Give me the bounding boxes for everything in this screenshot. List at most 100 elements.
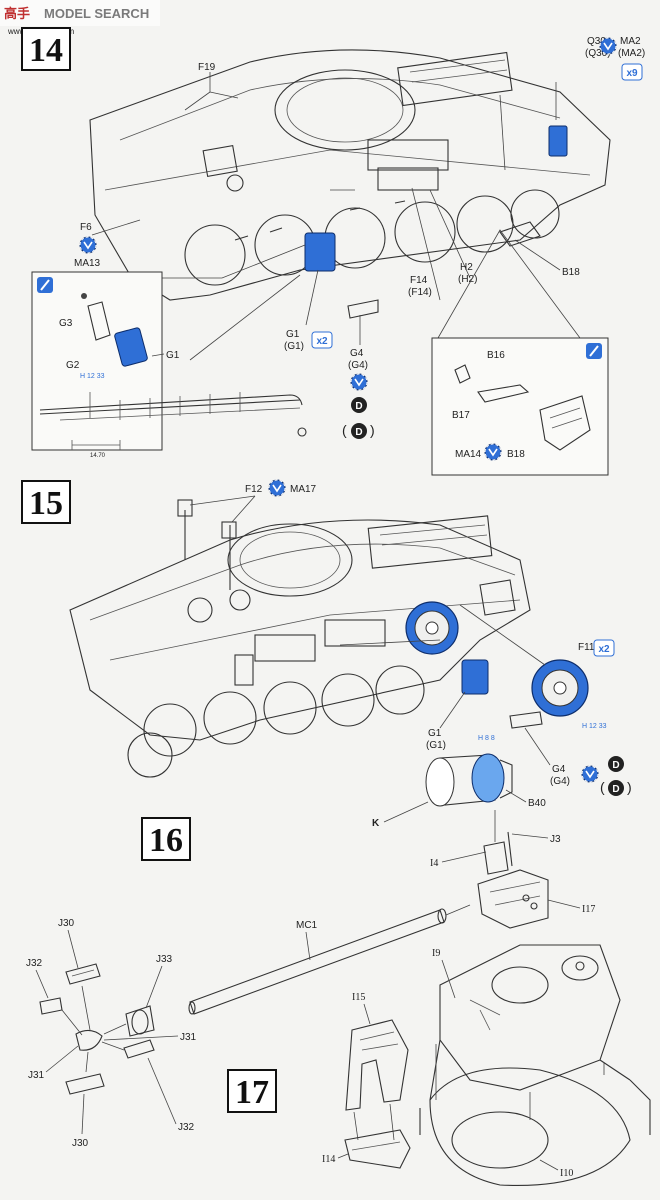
searchlight-b40 [425, 753, 513, 807]
label-f12: F12 [245, 484, 263, 495]
cement-icon [599, 37, 617, 55]
hull-drawing-14 [89, 49, 611, 319]
label-j32-bottom: J32 [178, 1122, 195, 1133]
watermark-brand-en: MODEL SEARCH [44, 6, 149, 21]
watermark-brand-cn: 高手 [4, 6, 30, 21]
step-15: 15 [21, 479, 632, 829]
svg-text:(: ( [342, 422, 347, 438]
label-f11: F11 [578, 642, 595, 653]
label-j3: J3 [550, 834, 561, 845]
label-q30: Q30 [587, 36, 606, 47]
inset-bracket-detail: B16 B17 MA14 B18 [431, 229, 609, 476]
step-16-box [141, 817, 191, 861]
cement-icon [350, 373, 368, 391]
step-14-number: 14 [29, 32, 63, 69]
step-16-number: 16 [149, 822, 183, 859]
quantity-badge-x9 [621, 63, 643, 81]
cement-icon [484, 443, 502, 461]
label-h-code-15: H 12 33 [582, 723, 607, 730]
label-h2-paren: (H2) [458, 274, 477, 285]
label-dimension: 14.70 [90, 453, 106, 459]
label-g2-inset: G2 [66, 360, 80, 371]
step-14-box [21, 27, 71, 71]
label-g1-paren: (G1) [284, 341, 304, 352]
label-d-paren-15: D [612, 784, 619, 795]
label-b17: B17 [452, 410, 470, 421]
label-i17: I17 [582, 904, 595, 915]
label-j33: J33 [156, 954, 173, 965]
step-17: 17 J30 J32 J33 J31 J31 J30 J32 [26, 918, 651, 1186]
label-f14: F14 [410, 275, 428, 286]
svg-text:): ) [370, 422, 375, 438]
label-x9: x9 [626, 68, 638, 79]
inset-jerrycan-detail: G3 G2 G1 H 12 33 14.70 [31, 244, 307, 459]
jerrycan-ma2 [548, 125, 568, 157]
label-g4: G4 [350, 348, 364, 359]
label-j32-top: J32 [26, 958, 43, 969]
label-ma2-paren: (MA2) [618, 48, 645, 59]
quantity-badge-x2 [311, 331, 333, 349]
mantlet-assembly [477, 831, 549, 929]
label-d: D [355, 401, 362, 412]
label-mc1: MC1 [296, 920, 318, 931]
gun-barrel-mc1 [188, 904, 471, 1015]
mount-base-i14 [344, 1129, 411, 1169]
label-x2-15: x2 [598, 644, 610, 655]
label-b16: B16 [487, 350, 505, 361]
label-b-code: H 8 8 [478, 735, 495, 742]
label-h-code: H 12 33 [80, 373, 105, 380]
label-h2: H2 [460, 262, 473, 273]
hull-drawing-15 [69, 499, 531, 778]
svg-text:): ) [627, 779, 632, 795]
label-b18-inset: B18 [507, 449, 525, 460]
gun-mount-i15 [345, 1019, 409, 1111]
label-i10: I10 [560, 1168, 573, 1179]
label-ma14: MA14 [455, 449, 482, 460]
cement-icon [79, 236, 97, 254]
muzzle-brake-parts [39, 963, 155, 1095]
label-i9: I9 [432, 948, 440, 959]
label-ma2: MA2 [620, 36, 641, 47]
label-d-15: D [612, 760, 619, 771]
jerrycan-g1-15 [461, 659, 489, 695]
label-k: K [372, 818, 380, 829]
step-14: 14 [21, 27, 645, 476]
label-g1-15: G1 [428, 728, 442, 739]
label-x2: x2 [316, 336, 328, 347]
part-g3 [81, 293, 87, 299]
label-b40: B40 [528, 798, 546, 809]
label-q30-paren: (Q30) [585, 48, 611, 59]
label-g4-paren-15: (G4) [550, 776, 570, 787]
label-ma17: MA17 [290, 484, 317, 495]
road-wheel-upper [405, 601, 459, 655]
cement-icon [581, 765, 599, 783]
label-g1-inset: G1 [166, 350, 180, 361]
label-d-paren: D [355, 427, 362, 438]
quantity-badge-x2 [593, 639, 615, 657]
label-i14: I14 [322, 1154, 335, 1165]
turret-assembly [419, 944, 651, 1186]
label-f14-paren: (F14) [408, 287, 432, 298]
label-ma13: MA13 [74, 258, 101, 269]
step-17-box [227, 1069, 277, 1113]
label-f19: F19 [198, 62, 216, 73]
svg-text:(: ( [600, 779, 605, 795]
label-i4: I4 [430, 858, 438, 869]
label-i15: I15 [352, 992, 365, 1003]
label-j30-bottom: J30 [72, 1138, 89, 1149]
step-16: 16 J3 I4 I17 MC1 [141, 810, 595, 1015]
label-g1: G1 [286, 329, 300, 340]
jerrycan-g1 [304, 232, 336, 272]
label-g4-paren: (G4) [348, 360, 368, 371]
label-g1-paren-15: (G1) [426, 740, 446, 751]
label-g3-inset: G3 [59, 318, 73, 329]
label-b18: B18 [562, 267, 580, 278]
label-j31-right: J31 [180, 1032, 197, 1043]
step-15-box [21, 480, 71, 524]
step-17-number: 17 [235, 1074, 269, 1111]
step-15-number: 15 [29, 485, 63, 522]
road-wheel-lower [531, 659, 589, 717]
inset-jerrycan [114, 327, 148, 367]
cement-icon [268, 479, 286, 497]
